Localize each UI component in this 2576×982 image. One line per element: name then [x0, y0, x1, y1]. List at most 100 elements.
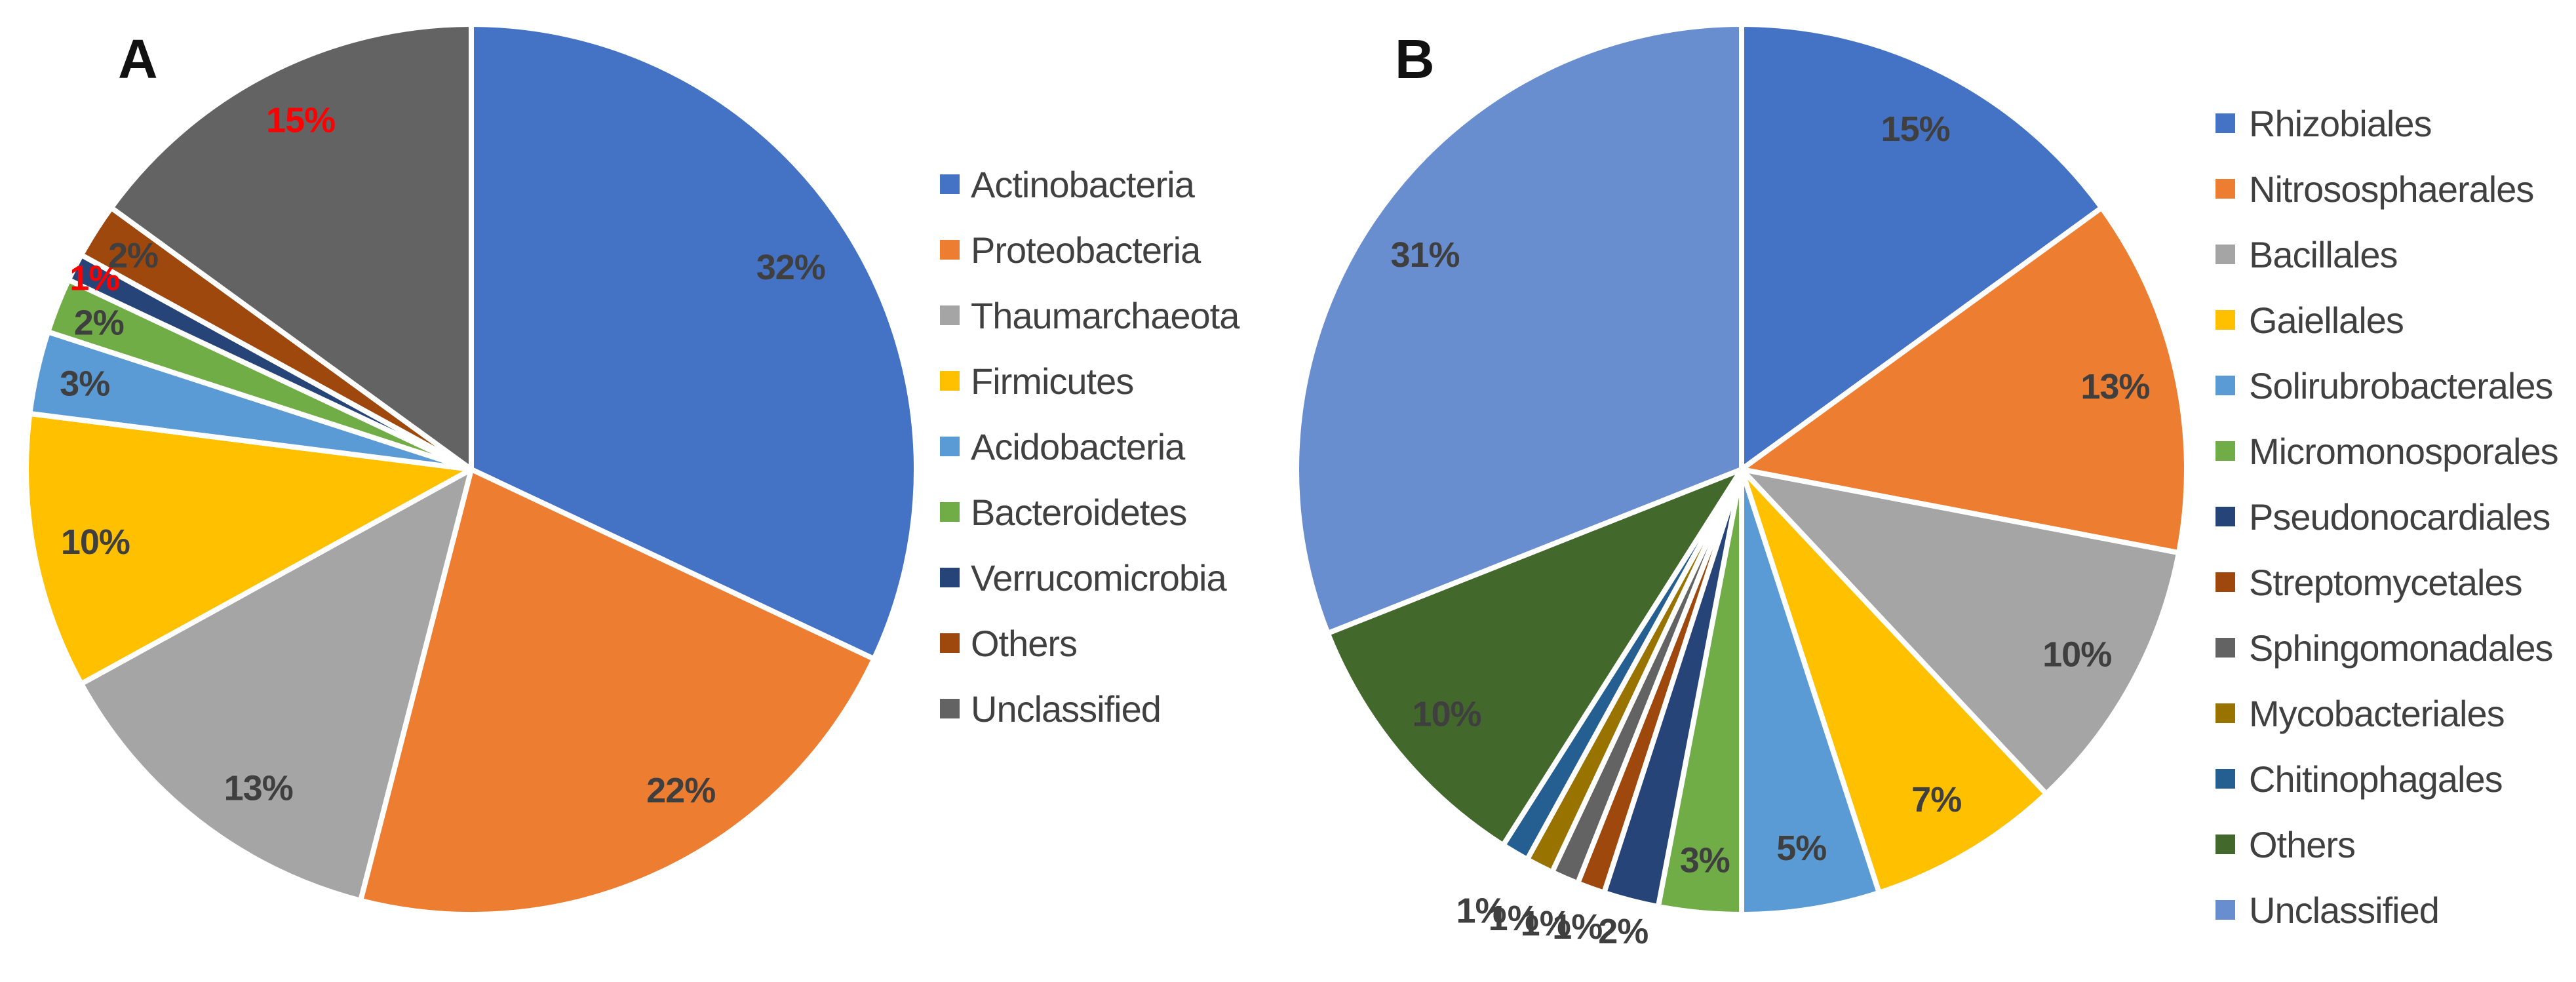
pie-a-slice-firmicutes — [24, 410, 474, 687]
legend-swatch — [2215, 113, 2235, 133]
legend-label: Mycobacteriales — [2249, 692, 2505, 734]
pie-b-datalabel-chitinophagales: 1% — [1456, 892, 1506, 931]
legend-label: Unclassified — [971, 688, 1161, 730]
pie-b-datalabel-gaiellales: 7% — [1911, 780, 1961, 819]
legend-label: Unclassified — [2249, 889, 2440, 931]
legend-item-bacillales: Bacillales — [2215, 222, 2558, 287]
legend-item-verrucomicrobia: Verrucomicrobia — [940, 545, 1239, 610]
legend-label: Sphingomonadales — [2249, 627, 2553, 669]
legend-swatch — [2215, 835, 2235, 854]
legend-label: Thaumarchaeota — [971, 294, 1239, 336]
pie-a-datalabel-proteobacteria: 22% — [646, 771, 715, 810]
legend-item-pseudonocardiales: Pseudonocardiales — [2215, 484, 2558, 549]
pie-b-datalabel-nitrososphaerales: 13% — [2080, 367, 2149, 406]
legend-label: Others — [2249, 823, 2356, 865]
legend-label: Streptomycetales — [2249, 561, 2523, 603]
legend-swatch — [940, 568, 960, 587]
legend-label: Rhizobiales — [2249, 102, 2432, 144]
legend-label: Bacillales — [2249, 233, 2398, 275]
pie-b-datalabel-streptomycetales: 1% — [1552, 907, 1602, 947]
legend-swatch — [940, 305, 960, 325]
legend-swatch — [2215, 507, 2235, 526]
legend-item-unclassified: Unclassified — [2215, 877, 2558, 943]
pie-b-slice-rhizobiales — [1739, 22, 2105, 472]
pie-a-slice-thaumarchaeota — [79, 467, 474, 903]
legend-label: Others — [971, 622, 1078, 664]
legend-item-micromonosporales: Micromonosporales — [2215, 418, 2559, 484]
pie-a-datalabel-unclassified: 15% — [266, 100, 335, 140]
legend-swatch — [2215, 310, 2235, 330]
panel-b-title: B — [1395, 28, 1435, 90]
legend-label: Nitrososphaerales — [2249, 168, 2534, 210]
pie-b-slice-gaiellales — [1739, 467, 2049, 895]
pie-b-datalabel-pseudonocardiales: 2% — [1598, 912, 1648, 951]
legend-item-mycobacteriales: Mycobacteriales — [2215, 680, 2558, 746]
legend-label: Verrucomicrobia — [971, 557, 1227, 599]
pie-a-datalabel-others: 2% — [108, 236, 158, 275]
pie-b-datalabel-sphingomonadales: 1% — [1521, 904, 1571, 943]
pie-a-datalabel-firmicutes: 10% — [61, 522, 130, 562]
pie-b-slice-others — [1325, 467, 1744, 848]
legend-swatch — [2215, 703, 2235, 723]
pie-a-datalabel-verrucomicrobia: 1% — [69, 259, 119, 298]
pie-b-slice-bacillales — [1739, 467, 2181, 796]
legend-item-rhizobiales: Rhizobiales — [2215, 90, 2558, 156]
legend-swatch — [2215, 638, 2235, 658]
pie-a-datalabel-actinobacteria: 32% — [756, 248, 825, 287]
pie-b-datalabel-micromonosporales: 3% — [1680, 840, 1730, 880]
legend-swatch — [940, 699, 960, 718]
legend-swatch — [2215, 900, 2235, 920]
legend-label: Solirubrobacterales — [2249, 364, 2553, 406]
legend-swatch — [940, 437, 960, 456]
pie-b-datalabel-solirubrobacterales: 5% — [1776, 829, 1826, 868]
pie-b-slice-unclassified — [1294, 22, 1744, 636]
pie-b-datalabel-mycobacteriales: 1% — [1489, 899, 1538, 938]
pie-chart-b: 15%13%10%7%5%3%2%1%1%1%1%10%31% — [1294, 22, 2190, 951]
legend-swatch — [2215, 376, 2235, 395]
pie-b-slice-nitrososphaerales — [1739, 205, 2190, 556]
legend-swatch — [940, 174, 960, 194]
legend-item-chitinophagales: Chitinophagales — [2215, 746, 2558, 812]
legend-item-solirubrobacterales: Solirubrobacterales — [2215, 353, 2558, 418]
legend-item-others: Others — [2215, 812, 2558, 877]
legend-item-proteobacteria: Proteobacteria — [940, 217, 1239, 283]
pie-b-datalabel-bacillales: 10% — [2042, 635, 2111, 675]
pie-a-datalabel-bacteroidetes: 2% — [74, 303, 124, 342]
pie-b-datalabel-unclassified: 31% — [1390, 235, 1459, 275]
legend-item-others: Others — [940, 610, 1239, 676]
pie-b-slice-solirubrobacterales — [1739, 467, 1882, 917]
legend-item-thaumarchaeota: Thaumarchaeota — [940, 283, 1239, 348]
legend-label: Micromonosporales — [2249, 430, 2559, 472]
pie-a-datalabel-acidobacteria: 3% — [60, 364, 109, 404]
legend-swatch — [940, 371, 960, 391]
legend-item-gaiellales: Gaiellales — [2215, 287, 2558, 353]
legend-item-nitrososphaerales: Nitrososphaerales — [2215, 156, 2558, 222]
pie-a-slice-actinobacteria — [469, 22, 920, 662]
legend-item-streptomycetales: Streptomycetales — [2215, 549, 2558, 615]
legend-label: Pseudonocardiales — [2249, 496, 2550, 538]
legend-swatch — [940, 502, 960, 522]
legend-label: Acidobacteria — [971, 425, 1185, 467]
legend-label: Chitinophagales — [2249, 758, 2503, 800]
legend-item-actinobacteria: Actinobacteria — [940, 151, 1239, 217]
legend-swatch — [2215, 769, 2235, 789]
pie-a-slice-unclassified — [108, 22, 474, 472]
legend-label: Actinobacteria — [971, 163, 1195, 205]
pie-a-slice-proteobacteria — [358, 467, 877, 918]
legend-label: Proteobacteria — [971, 229, 1201, 271]
legend-label: Firmicutes — [971, 360, 1134, 402]
legend-label: Gaiellales — [2249, 299, 2404, 341]
pie-b-datalabel-rhizobiales: 15% — [1881, 109, 1950, 149]
legend-swatch — [940, 633, 960, 653]
legend-swatch — [940, 240, 960, 260]
legend-swatch — [2215, 441, 2235, 461]
legend-item-firmicutes: Firmicutes — [940, 348, 1239, 414]
legend-swatch — [2215, 179, 2235, 199]
panel-a-title: A — [118, 28, 158, 90]
legend-item-unclassified: Unclassified — [940, 676, 1239, 741]
legend-item-sphingomonadales: Sphingomonadales — [2215, 615, 2558, 680]
pie-chart-a: 32%22%13%10%3%2%1%2%15% — [24, 22, 920, 918]
